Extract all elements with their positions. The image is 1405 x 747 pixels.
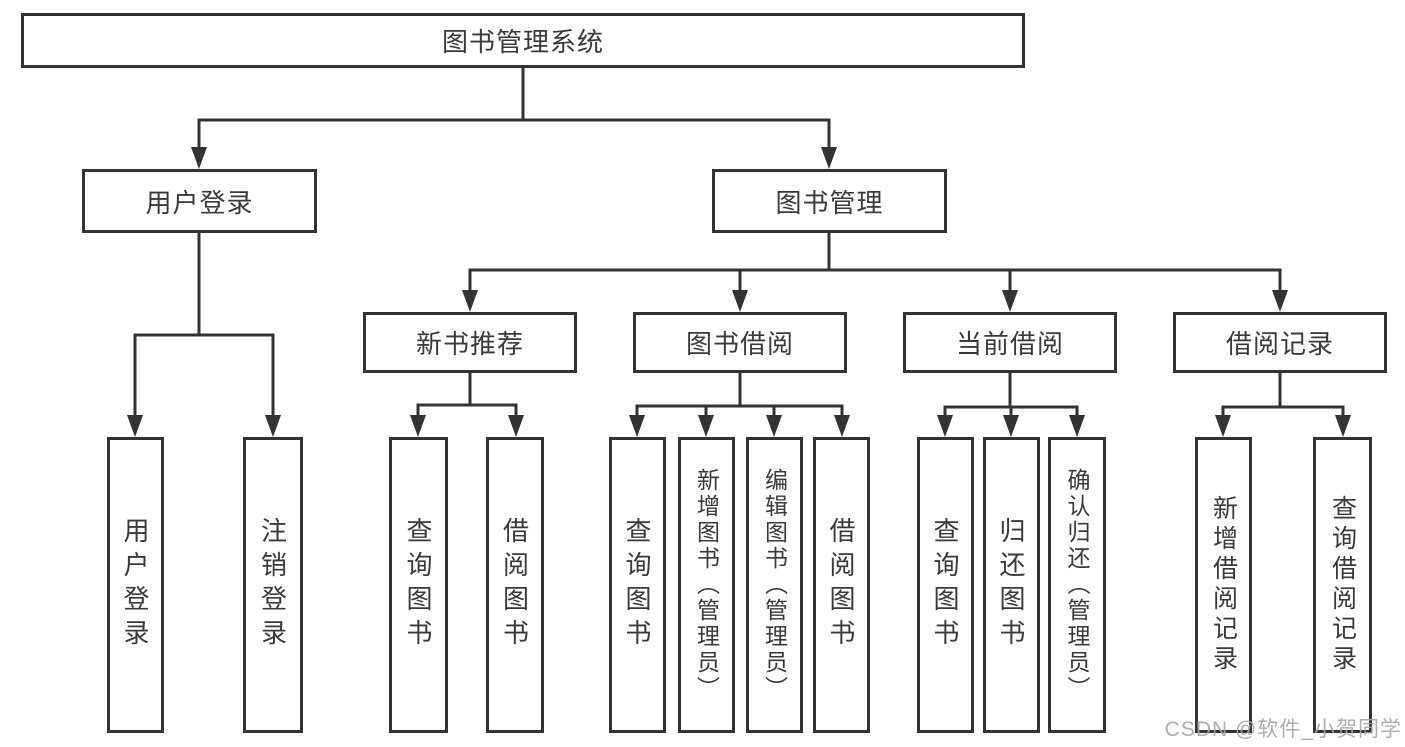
leaf-br-query-record-label: 查询借阅记录	[1328, 495, 1357, 675]
leaf-br-add-record: 新增借阅记录	[1195, 437, 1252, 733]
leaf-br-query-record: 查询借阅记录	[1313, 437, 1372, 733]
leaf-bb-add-books-admin-label: 新增图书（管理员）	[693, 468, 720, 702]
leaf-user-login-label: 用户登录	[120, 517, 150, 653]
node-book-borrowing: 图书借阅	[633, 312, 847, 373]
leaf-cb-confirm-return-admin: 确认归还（管理员）	[1048, 437, 1106, 733]
leaf-rec-query-books-label: 查询图书	[403, 517, 433, 653]
leaf-bb-add-books-admin: 新增图书（管理员）	[678, 437, 735, 733]
arrowheads	[127, 147, 1351, 437]
node-book-management-label: 图书管理	[775, 187, 884, 218]
node-borrowing-records-label: 借阅记录	[1225, 329, 1334, 359]
leaf-cb-return-books: 归还图书	[983, 437, 1040, 733]
leaf-cb-return-books-label: 归还图书	[996, 517, 1026, 653]
leaf-cb-query-books: 查询图书	[917, 437, 974, 733]
leaf-bb-edit-books-admin-label: 编辑图书（管理员）	[761, 468, 788, 702]
leaf-bb-borrow-books-label: 借阅图书	[826, 517, 856, 653]
leaf-bb-edit-books-admin: 编辑图书（管理员）	[746, 437, 803, 733]
node-current-borrowing-label: 当前借阅	[955, 329, 1064, 359]
node-root: 图书管理系统	[21, 13, 1025, 68]
node-book-borrowing-label: 图书借阅	[685, 329, 794, 359]
leaf-bb-query-books: 查询图书	[609, 437, 666, 733]
leaf-bb-borrow-books: 借阅图书	[813, 437, 870, 733]
node-new-book-recommend-label: 新书推荐	[415, 329, 524, 359]
leaf-bb-query-books-label: 查询图书	[622, 517, 652, 653]
node-new-book-recommend: 新书推荐	[363, 312, 577, 373]
node-borrowing-records: 借阅记录	[1173, 312, 1387, 373]
leaf-rec-query-books: 查询图书	[389, 437, 448, 733]
leaf-cb-query-books-label: 查询图书	[930, 517, 960, 653]
node-user-login-label: 用户登录	[145, 187, 254, 218]
leaf-logout: 注销登录	[243, 437, 303, 733]
node-current-borrowing: 当前借阅	[903, 312, 1117, 373]
leaf-logout-label: 注销登录	[257, 517, 288, 653]
leaf-rec-borrow-books-label: 借阅图书	[499, 517, 530, 653]
leaf-rec-borrow-books: 借阅图书	[486, 437, 544, 733]
node-root-label: 图书管理系统	[441, 27, 604, 57]
leaf-user-login: 用户登录	[107, 437, 164, 733]
node-user-login: 用户登录	[82, 169, 317, 233]
leaf-br-add-record-label: 新增借阅记录	[1209, 495, 1238, 675]
leaf-cb-confirm-return-admin-label: 确认归还（管理员）	[1064, 468, 1090, 702]
node-book-management: 图书管理	[712, 169, 947, 233]
csdn-watermark: CSDN @软件_小贺同学	[1164, 718, 1402, 741]
